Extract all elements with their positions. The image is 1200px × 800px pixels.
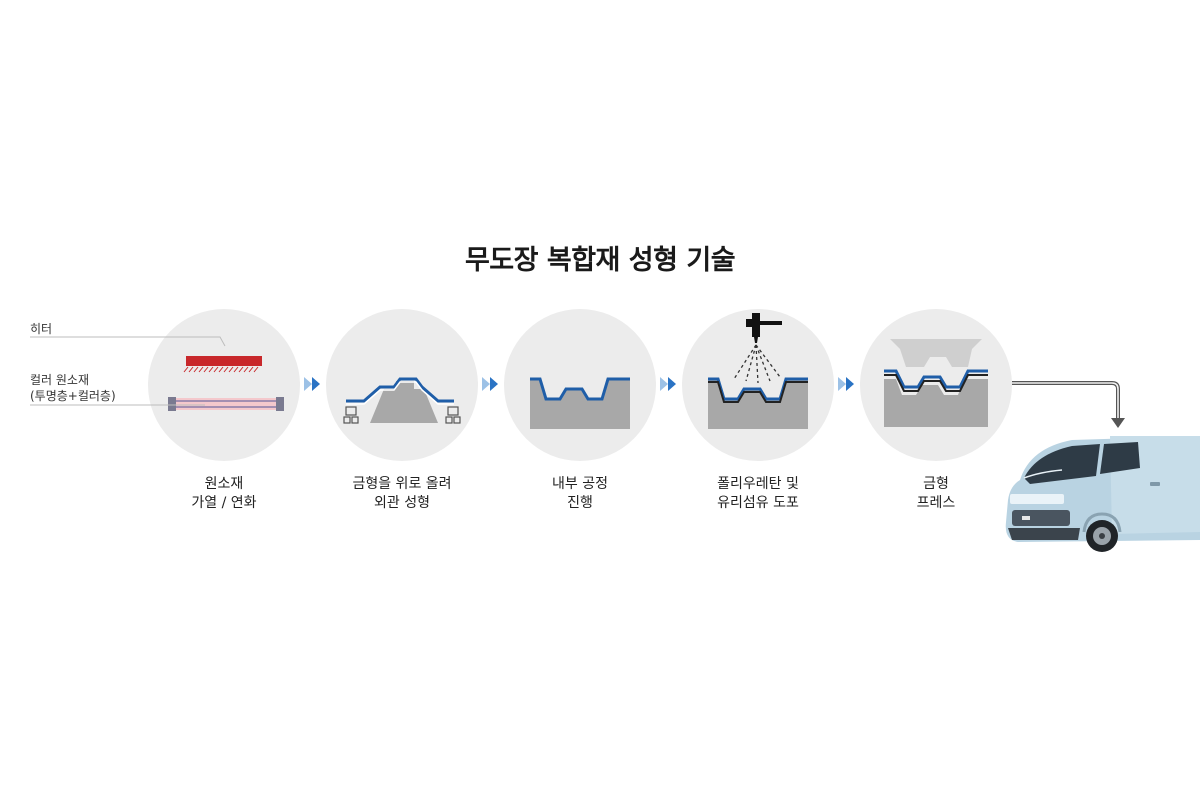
step-5-circle [860,309,1012,461]
press-illustration [884,339,988,427]
step-4-circle [682,309,834,461]
heat-hatching [183,366,259,373]
material-annotation-line2: (투명층+컬러층) [30,389,116,403]
heater-leader-line [30,336,226,347]
chevron-right-icon [838,377,854,391]
material-annotation-line1: 컬러 원소재 [30,373,90,387]
diagram-title: 무도장 복합재 성형 기술 [464,245,736,276]
heater-element [186,356,262,366]
chevron-right-icon [660,377,676,391]
chevron-right-icon [304,377,320,391]
chevron-right-icon [482,377,498,391]
heating-illustration [168,356,284,411]
clamp-left [343,406,359,424]
mold-raise-illustration [343,377,461,424]
result-connector [1012,381,1120,418]
inner-process-illustration [530,377,630,429]
van-image [1005,436,1200,552]
spray-coating-illustration [708,313,808,429]
clamp-right [445,406,461,424]
step-2-circle [326,309,478,461]
spray-lines [733,344,781,384]
heater-annotation: 히터 [30,322,53,336]
step-3-circle [504,309,656,461]
step-1-circle [148,309,300,461]
result-arrow-head [1111,418,1125,428]
spray-gun-icon [746,313,782,343]
